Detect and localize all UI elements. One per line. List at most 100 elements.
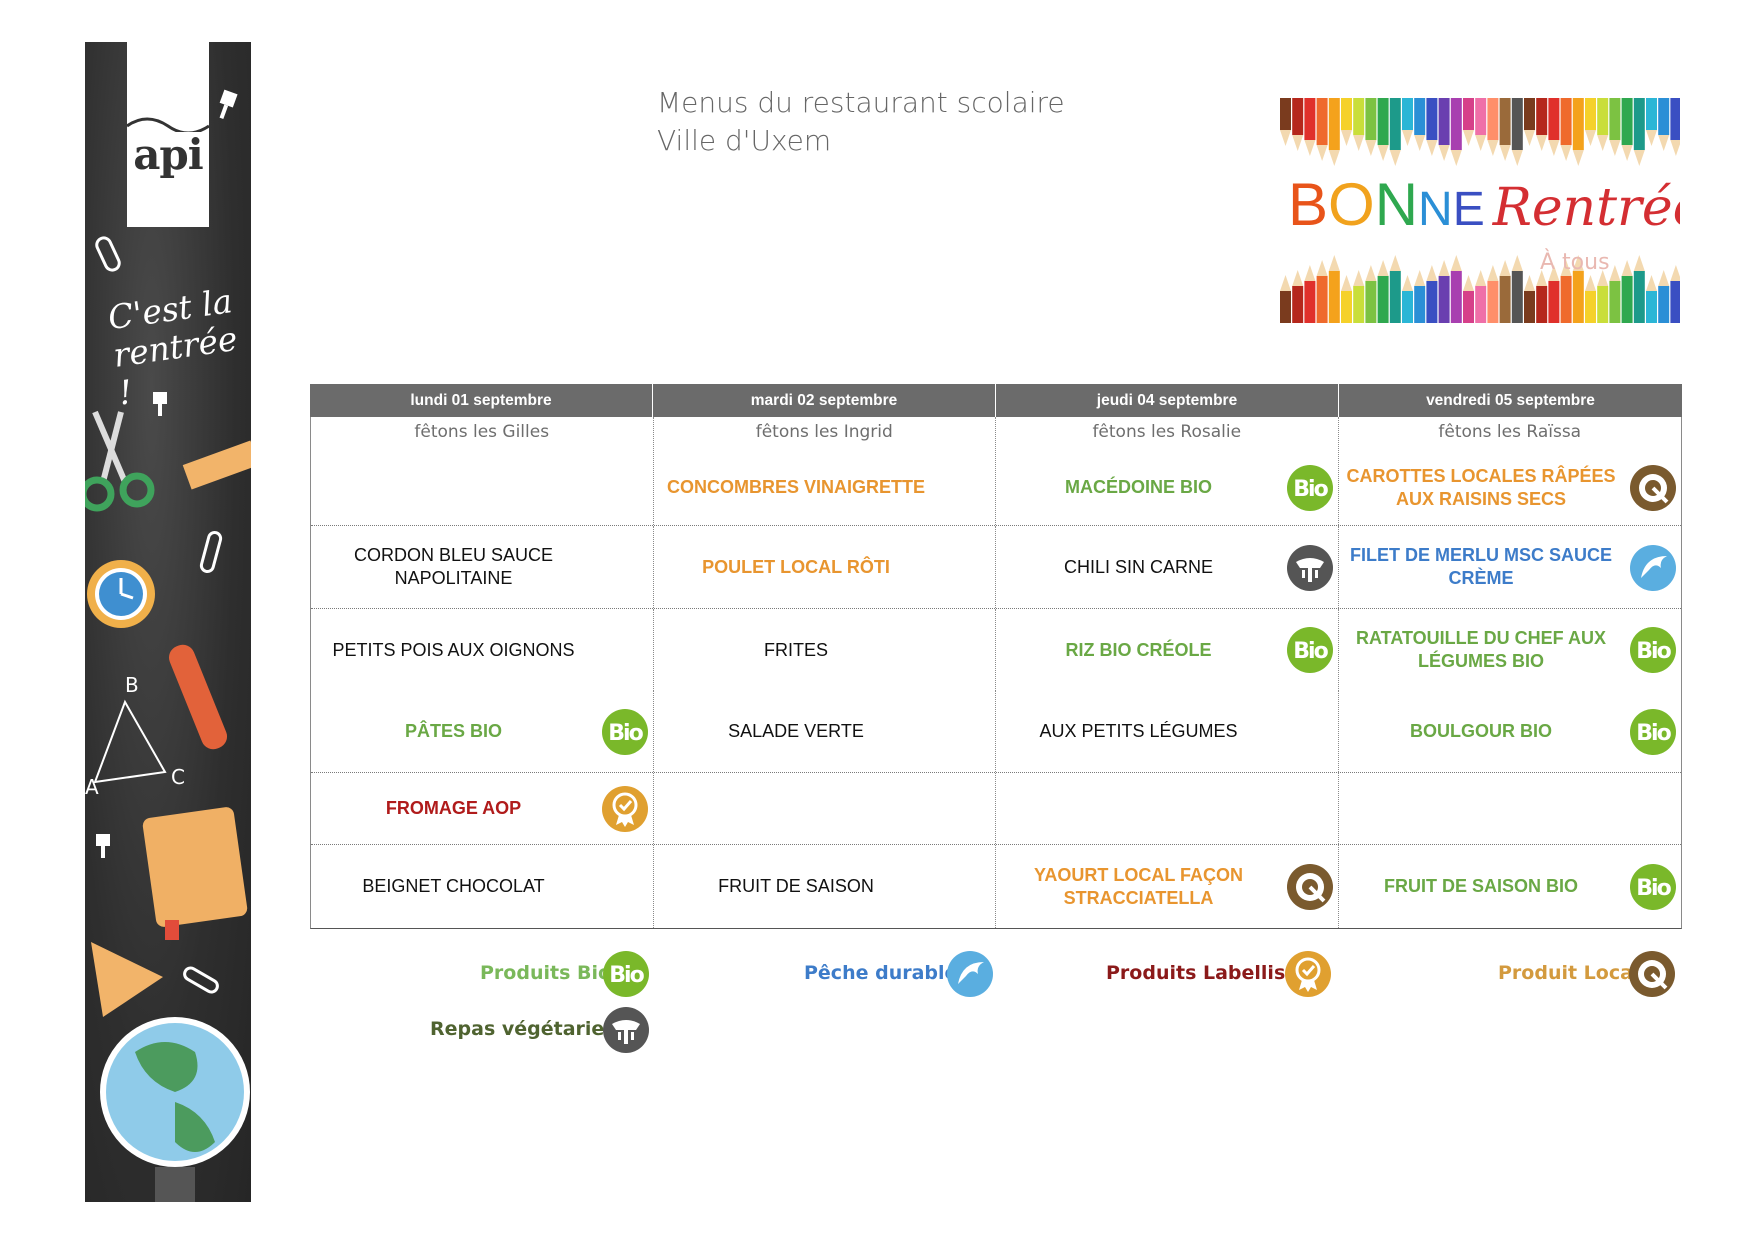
- label-icon: [601, 785, 649, 833]
- bonne-word: BONNE: [1288, 171, 1485, 238]
- menu-row-accomp1: PETITS POIS AUX OIGNONS FRITES RIZ BIO CRÉ…: [311, 609, 1681, 691]
- side-banner: B A C api C'est la rentrée !: [85, 42, 251, 1202]
- svg-text:A: A: [85, 775, 99, 799]
- pushpin-icon: [96, 834, 110, 858]
- menu-cell-thursday: RIZ BIO CRÉOLE Bio: [996, 609, 1339, 691]
- menu-cell-friday: FILET DE MERLU MSC SAUCE CRÈME: [1339, 526, 1682, 608]
- menu-cell-monday: PÂTES BIO Bio: [311, 691, 654, 772]
- pushpin-icon: [153, 392, 167, 416]
- bonne-rentree-title: BONNERentrée !: [1288, 170, 1680, 245]
- svg-text:Bio: Bio: [1636, 721, 1671, 746]
- menu-cell-tuesday: POULET LOCAL RÔTI: [654, 526, 996, 608]
- dish-name: BEIGNET CHOCOLAT: [362, 876, 545, 896]
- menu-cell-thursday: [996, 773, 1339, 844]
- svg-text:Bio: Bio: [1636, 876, 1671, 901]
- svg-text:Bio: Bio: [608, 721, 643, 746]
- svg-text:Bio: Bio: [1636, 639, 1671, 664]
- bonne-letter: N: [1374, 171, 1419, 238]
- dish-name: FRUIT DE SAISON BIO: [1383, 876, 1578, 896]
- menu-cell-thursday: AUX PETITS LÉGUMES: [996, 691, 1339, 772]
- banner-illustrations: B A C: [85, 89, 251, 1202]
- paperclip-icon: [95, 236, 121, 272]
- dish-name: [996, 773, 1281, 844]
- logo-wave-icon: [127, 117, 209, 132]
- dish-name: SALADE VERTE: [728, 721, 864, 741]
- bonne-rentree-image: BONNERentrée ! À tous: [1280, 98, 1680, 323]
- page-title: Menus du restaurant scolaire Ville d'Uxe…: [657, 84, 1065, 160]
- legend-veg-label: Repas végétarien: [430, 1018, 618, 1040]
- bonne-rentree-subtitle: À tous: [1540, 250, 1610, 275]
- fish-icon: [1629, 544, 1677, 592]
- dish-name: FROMAGE AOP: [385, 798, 522, 818]
- title-line-1: Menus du restaurant scolaire: [657, 86, 1065, 119]
- bio-icon: Bio: [1286, 464, 1334, 512]
- menu-cell-thursday: YAOURT LOCAL FAÇON STRACCIATELLA: [996, 845, 1339, 928]
- ruler-icon: [182, 440, 251, 490]
- saint-day: fêtons les Gilles: [414, 422, 550, 442]
- dish-name: PÂTES BIO: [404, 721, 502, 741]
- bio-icon: Bio: [602, 950, 650, 998]
- legend-peche-label: Pêche durable: [804, 962, 958, 984]
- paperclip-icon: [183, 966, 219, 994]
- menu-cell-monday: BEIGNET CHOCOLAT: [311, 845, 654, 928]
- local-icon: [1286, 863, 1334, 911]
- local-icon: [1628, 950, 1676, 998]
- dish-name: AUX PETITS LÉGUMES: [1039, 721, 1238, 741]
- menu-cell-monday: CORDON BLEU SAUCE NAPOLITAINE: [311, 526, 654, 608]
- fish-icon: [946, 950, 994, 998]
- day-header-monday: lundi 01 septembre: [310, 384, 653, 417]
- menu-cell-monday: fêtons les Gilles: [311, 417, 654, 525]
- label-icon: [1284, 950, 1332, 998]
- menu-row-fromage: FROMAGE AOP: [311, 773, 1681, 845]
- dish-name: FRITES: [763, 639, 828, 660]
- bio-icon: Bio: [1629, 626, 1677, 674]
- legend-local-label: Produit Local: [1498, 962, 1640, 984]
- banner-tagline: C'est la rentrée !: [105, 281, 240, 413]
- svg-text:B: B: [125, 673, 139, 697]
- dish-name: BOULGOUR BIO: [1410, 721, 1552, 741]
- dish-name: [654, 773, 939, 844]
- menu-cell-tuesday: SALADE VERTE: [654, 691, 996, 772]
- book-icon: [142, 807, 248, 940]
- dish-name: POULET LOCAL RÔTI: [702, 556, 890, 577]
- svg-text:Bio: Bio: [1293, 477, 1328, 502]
- bonne-letter: B: [1288, 171, 1329, 238]
- menu-row-dessert: BEIGNET CHOCOLAT FRUIT DE SAISON YAOURT LO…: [311, 845, 1681, 928]
- paperclip-icon: [199, 530, 223, 574]
- svg-text:C: C: [171, 765, 185, 789]
- legend-label-label: Produits Labellisés: [1106, 962, 1310, 984]
- dish-name: RIZ BIO CRÉOLE: [1065, 639, 1212, 660]
- menu-cell-thursday: CHILI SIN CARNE: [996, 526, 1339, 608]
- dish-name: FRUIT DE SAISON: [718, 876, 874, 896]
- menu-cell-tuesday: FRUIT DE SAISON: [654, 845, 996, 928]
- bonne-letter: E: [1452, 183, 1485, 236]
- svg-text:Bio: Bio: [609, 963, 644, 988]
- pen-icon: [168, 644, 228, 750]
- pushpin-icon: [219, 89, 238, 119]
- vegetarian-icon: [1286, 544, 1334, 592]
- bio-icon: Bio: [1286, 626, 1334, 674]
- scissors-icon: [85, 410, 155, 512]
- menu-cell-tuesday: [654, 773, 996, 844]
- menu-table: lundi 01 septembre mardi 02 septembre je…: [310, 384, 1682, 929]
- menu-cell-friday: BOULGOUR BIO Bio: [1339, 691, 1682, 772]
- bonne-letter: O: [1328, 171, 1375, 238]
- local-icon: [1629, 464, 1677, 512]
- menu-cell-friday: [1339, 773, 1682, 844]
- day-header-thursday: jeudi 04 septembre: [996, 384, 1339, 417]
- menu-cell-monday: PETITS POIS AUX OIGNONS: [311, 609, 654, 691]
- dish-name: CONCOMBRES VINAIGRETTE: [666, 477, 925, 497]
- api-logo: api: [127, 42, 209, 227]
- dish-name: YAOURT LOCAL FAÇON STRACCIATELLA: [1033, 864, 1243, 908]
- dish-name: PETITS POIS AUX OIGNONS: [332, 639, 575, 660]
- alarm-clock-icon: [87, 560, 155, 628]
- bio-icon: Bio: [1629, 708, 1677, 756]
- day-header-tuesday: mardi 02 septembre: [653, 384, 996, 417]
- dish-name: [1339, 773, 1624, 844]
- title-line-2: Ville d'Uxem: [657, 124, 832, 157]
- saint-day: fêtons les Raïssa: [1438, 422, 1582, 442]
